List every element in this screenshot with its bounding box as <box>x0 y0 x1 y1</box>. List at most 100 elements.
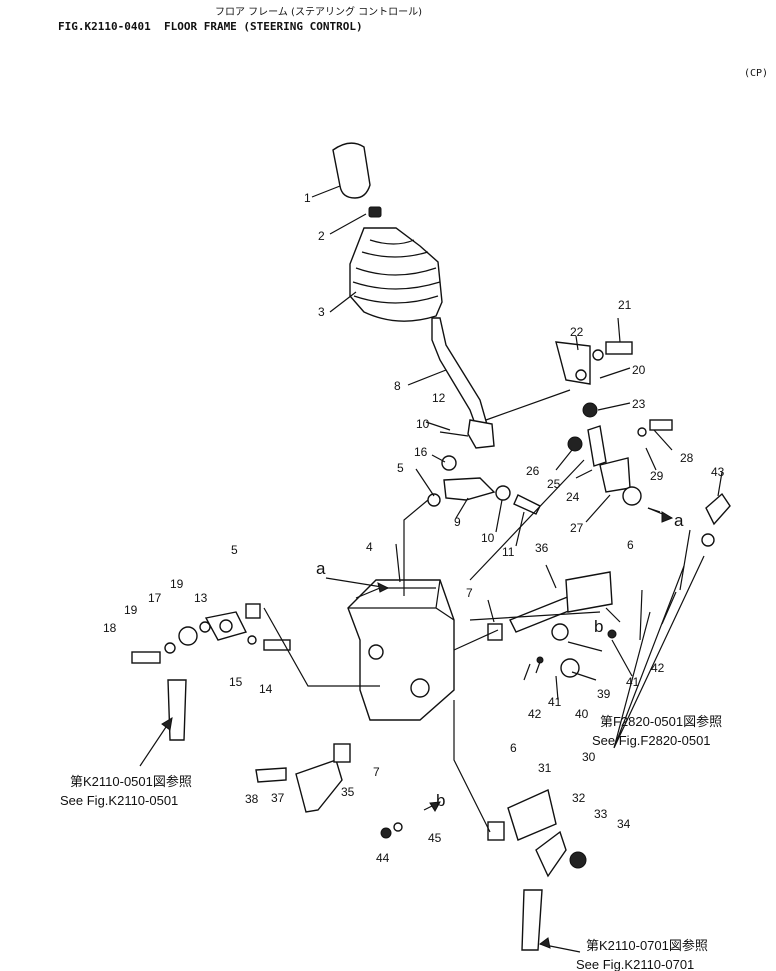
shaft-flange-part <box>565 571 613 613</box>
bushing-part <box>495 485 511 501</box>
callout-label: 3 <box>318 305 325 319</box>
joint-part <box>587 425 607 467</box>
callout-label: 6 <box>510 741 517 755</box>
nut-part <box>368 206 382 218</box>
callout-label: 42 <box>651 661 665 675</box>
reference-jp: 第K2110-0501図参照 <box>70 774 192 789</box>
callout-label: 10 <box>481 531 495 545</box>
callout-label: 24 <box>566 490 580 504</box>
reference-en: See Fig.F2820-0501 <box>592 733 711 748</box>
callout-label: 5 <box>231 543 238 557</box>
nut-part <box>567 436 583 452</box>
callout-label: 43 <box>711 465 725 479</box>
callout-label: 45 <box>428 831 442 845</box>
callout-label: 11 <box>502 545 515 559</box>
callout-label: 15 <box>229 675 243 689</box>
washer-part <box>575 369 587 381</box>
callout-label: 34 <box>617 817 631 831</box>
reference-en: See Fig.K2110-0501 <box>60 793 178 808</box>
collar-part <box>333 743 351 763</box>
reference-jp: 第F2820-0501図参照 <box>600 714 722 729</box>
housing-part <box>347 579 455 721</box>
bushing-part <box>441 455 457 471</box>
callout-label: 30 <box>582 750 596 764</box>
callout-label: 20 <box>632 363 646 377</box>
rod-end-part <box>255 767 287 783</box>
arm-part <box>295 759 343 813</box>
callout-label: 8 <box>394 379 401 393</box>
lever-part <box>507 789 557 841</box>
callout-label: 40 <box>575 707 589 721</box>
arrow-marker-b: b <box>436 791 445 810</box>
rod-part <box>521 889 543 951</box>
bushing-part <box>487 821 505 841</box>
callout-label: 16 <box>414 445 428 459</box>
callout-label: 6 <box>627 538 634 552</box>
bushing-part <box>622 486 642 506</box>
callout-label: 4 <box>366 540 373 554</box>
callout-label: 5 <box>397 461 404 475</box>
bolt-part <box>131 651 161 664</box>
bolt-part <box>605 341 633 355</box>
callout-label: 36 <box>535 541 549 555</box>
callout-label: 32 <box>572 791 586 805</box>
callout-label: 42 <box>528 707 542 721</box>
figure-title: FIG.K2110-0401 FLOOR FRAME (STEERING CON… <box>58 20 363 33</box>
model-code: (CP) <box>744 68 769 79</box>
callout-label: 9 <box>454 515 461 529</box>
yoke-part <box>443 477 496 501</box>
callout-label: 7 <box>466 586 473 600</box>
boss-part <box>368 644 384 660</box>
callout-label: 2 <box>318 229 325 243</box>
callout-label: 35 <box>341 785 355 799</box>
callout-label: 41 <box>626 675 640 689</box>
callout-label: 10 <box>416 417 430 431</box>
bolt-part <box>649 419 673 431</box>
nut-part <box>380 827 392 839</box>
washer-part <box>393 822 403 832</box>
callout-label: 25 <box>547 477 561 491</box>
callout-label: 19 <box>124 603 138 617</box>
knob-part <box>332 142 371 199</box>
lever-bracket-part <box>467 419 495 449</box>
callout-label: 37 <box>271 791 285 805</box>
callout-label: 33 <box>594 807 608 821</box>
callout-label: 23 <box>632 397 646 411</box>
reference-jp: 第K2110-0701図参照 <box>586 938 708 953</box>
washer-part <box>592 349 604 361</box>
callout-label: 31 <box>538 761 552 775</box>
callout-label: 41 <box>548 695 562 709</box>
bushing-part <box>245 603 261 619</box>
callout-label: 29 <box>650 469 664 483</box>
callout-label: 18 <box>103 621 117 635</box>
callout-label: 39 <box>597 687 611 701</box>
jp-figure-title: フロア フレーム (ステアリング コントロール) <box>215 7 423 18</box>
arrow-marker-a: a <box>316 559 326 578</box>
callout-label: 12 <box>432 391 446 405</box>
arrow-marker-a: a <box>674 511 684 530</box>
callout-label: 1 <box>304 191 311 205</box>
reference-en: See Fig.K2110-0701 <box>576 957 694 971</box>
nut-part <box>569 851 587 869</box>
callout-label: 26 <box>526 464 540 478</box>
ball-joint-part <box>705 492 731 526</box>
pin-part <box>513 494 541 515</box>
washer-part <box>164 642 176 654</box>
washer-part <box>637 427 647 437</box>
seal-part <box>219 619 233 633</box>
rod-end-part <box>178 626 198 646</box>
spring-part <box>560 658 580 678</box>
callout-label: 28 <box>680 451 694 465</box>
spring-part <box>551 623 569 641</box>
boss-part <box>410 678 430 698</box>
callout-label: 44 <box>376 851 390 865</box>
callout-label: 13 <box>194 591 208 605</box>
callout-label: 22 <box>570 325 584 339</box>
washer-part <box>247 635 257 645</box>
bolt-part <box>263 639 291 651</box>
washer-part <box>199 621 211 633</box>
callout-label: 14 <box>259 682 273 696</box>
callout-label: 38 <box>245 792 259 806</box>
